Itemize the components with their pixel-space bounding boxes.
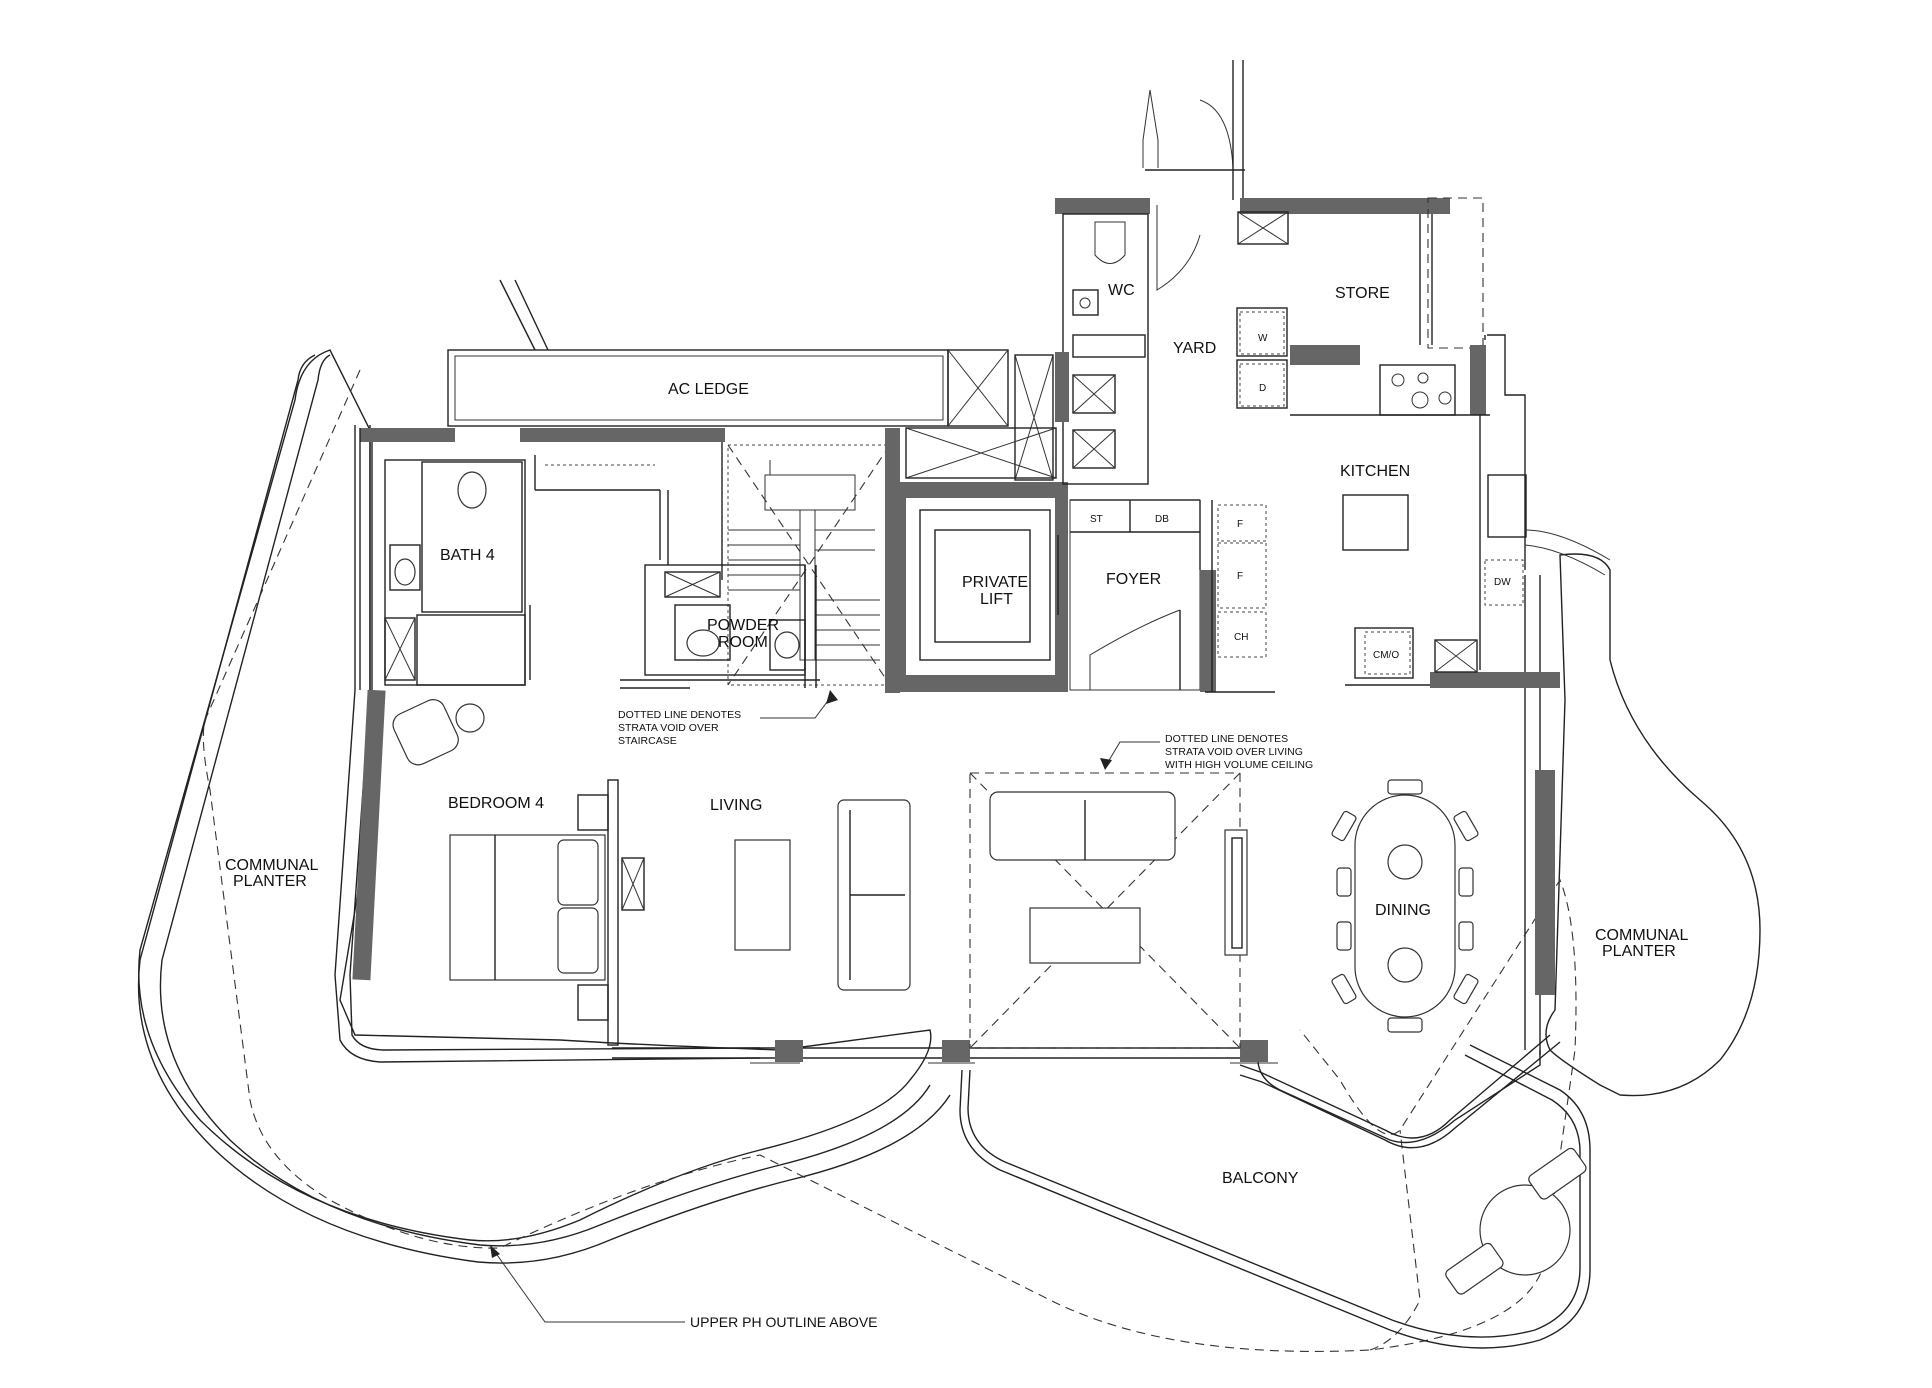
living-void-note-1: DOTTED LINE DENOTES xyxy=(1165,733,1288,745)
planter-right xyxy=(1545,553,1761,1097)
staircase-note-2: STRATA VOID OVER xyxy=(618,722,719,734)
bedroom4-furniture xyxy=(392,699,645,1046)
st-label: ST xyxy=(1090,514,1103,525)
db-label: DB xyxy=(1155,514,1169,525)
yard-label: YARD xyxy=(1173,340,1216,357)
staircase-note-3: STAIRCASE xyxy=(618,735,677,747)
ac-ledge-label: AC LEDGE xyxy=(668,381,749,398)
ch-label: CH xyxy=(1234,632,1248,643)
planter-left xyxy=(138,349,932,1242)
outline-note: UPPER PH OUTLINE ABOVE xyxy=(690,1314,878,1330)
dw-label: DW xyxy=(1494,577,1511,588)
fridge-label-1: F xyxy=(1237,519,1243,530)
powder-room-label: POWDER xyxy=(707,617,779,634)
private-lift xyxy=(919,509,1051,661)
balcony-outline xyxy=(959,1044,1591,1349)
dining-label: DINING xyxy=(1375,902,1431,919)
living-label: LIVING xyxy=(710,797,762,814)
balcony-label: BALCONY xyxy=(1222,1170,1299,1187)
washer-label: W xyxy=(1258,333,1268,344)
private-lift-label: PRIVATE xyxy=(962,574,1028,591)
dryer-label: D xyxy=(1259,383,1266,394)
bath4-label: BATH 4 xyxy=(440,547,495,564)
bedroom4-label: BEDROOM 4 xyxy=(448,795,544,812)
staircase-note-1: DOTTED LINE DENOTES xyxy=(618,709,741,721)
wc-label: WC xyxy=(1108,282,1135,299)
kitchen-label: KITCHEN xyxy=(1340,463,1410,480)
powder-room-label-2: ROOM xyxy=(718,634,768,651)
fridge-label-2: F xyxy=(1237,571,1243,582)
balcony-table xyxy=(1445,1147,1587,1295)
planter-left-label-2: PLANTER xyxy=(233,873,307,890)
dining-table xyxy=(1331,779,1479,1033)
living-sofa xyxy=(837,799,911,991)
planter-left-label: COMMUNAL xyxy=(225,857,318,874)
store-label: STORE xyxy=(1335,285,1390,302)
living-void-note-3: WITH HIGH VOLUME CEILING xyxy=(1165,759,1313,771)
cmo-label: CM/O xyxy=(1373,650,1399,661)
planter-right-label-2: PLANTER xyxy=(1602,943,1676,960)
foyer-label: FOYER xyxy=(1106,571,1161,588)
living-void-note-2: STRATA VOID OVER LIVING xyxy=(1165,746,1303,758)
upper-ph-outline xyxy=(202,369,1577,1352)
planter-right-label: COMMUNAL xyxy=(1595,927,1688,944)
private-lift-label-2: LIFT xyxy=(980,591,1013,608)
